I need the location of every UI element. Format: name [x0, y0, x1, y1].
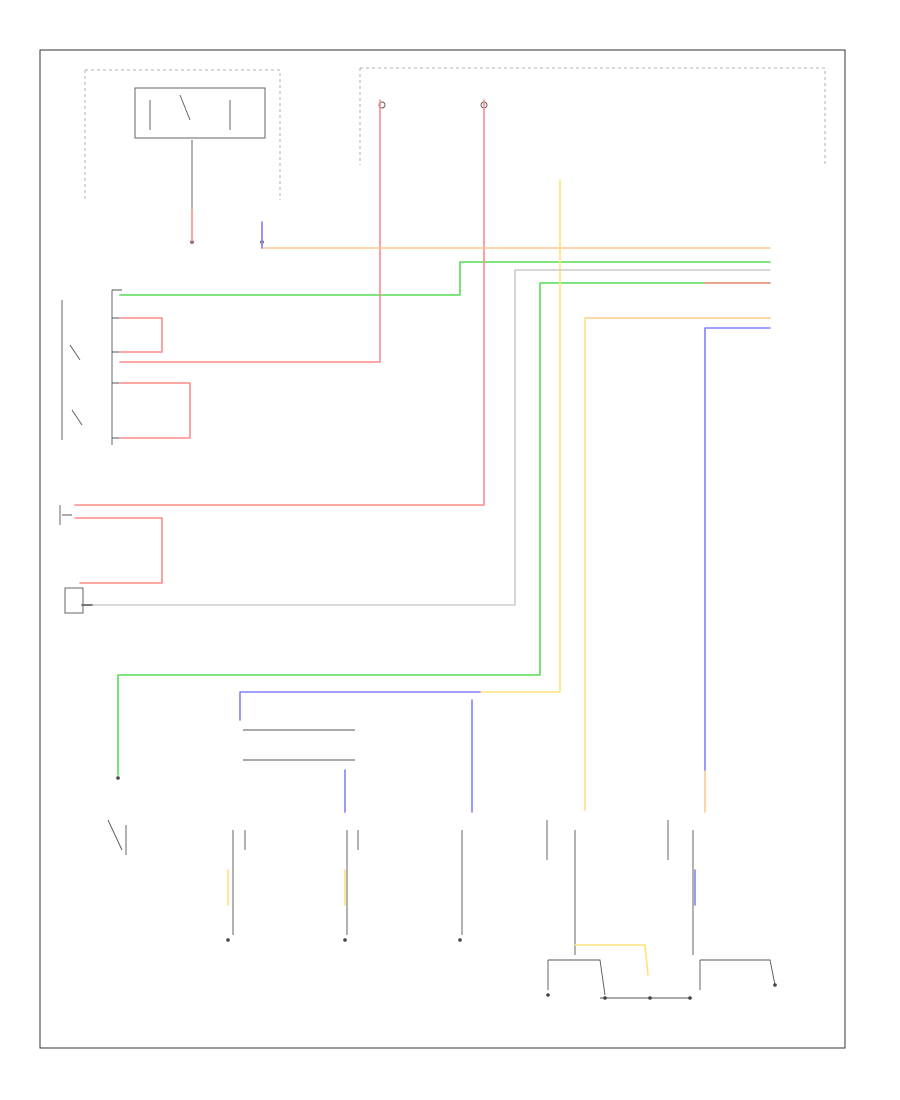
engine-compartment-box — [84, 69, 281, 225]
diagram-frame — [39, 49, 846, 1049]
wire-blue-a — [239, 691, 481, 721]
wire-blue-c — [704, 327, 771, 771]
wire-red-c — [74, 99, 485, 506]
wire-red-e — [119, 382, 191, 439]
relay-block — [59, 505, 84, 614]
wire-red-b — [119, 317, 163, 353]
wire-green-b — [117, 282, 771, 776]
bottom-switches — [107, 729, 776, 999]
wire-yellow-a — [479, 179, 561, 693]
fuse-box-boundary — [359, 67, 826, 165]
wire-yellow-c — [574, 944, 649, 976]
switch-block — [61, 289, 122, 445]
terminal-dots — [116, 240, 777, 1000]
wire-red-d — [74, 517, 163, 584]
wire-gray-a — [81, 269, 771, 606]
wire-red-a — [119, 99, 381, 363]
wire-green-a — [119, 261, 771, 296]
